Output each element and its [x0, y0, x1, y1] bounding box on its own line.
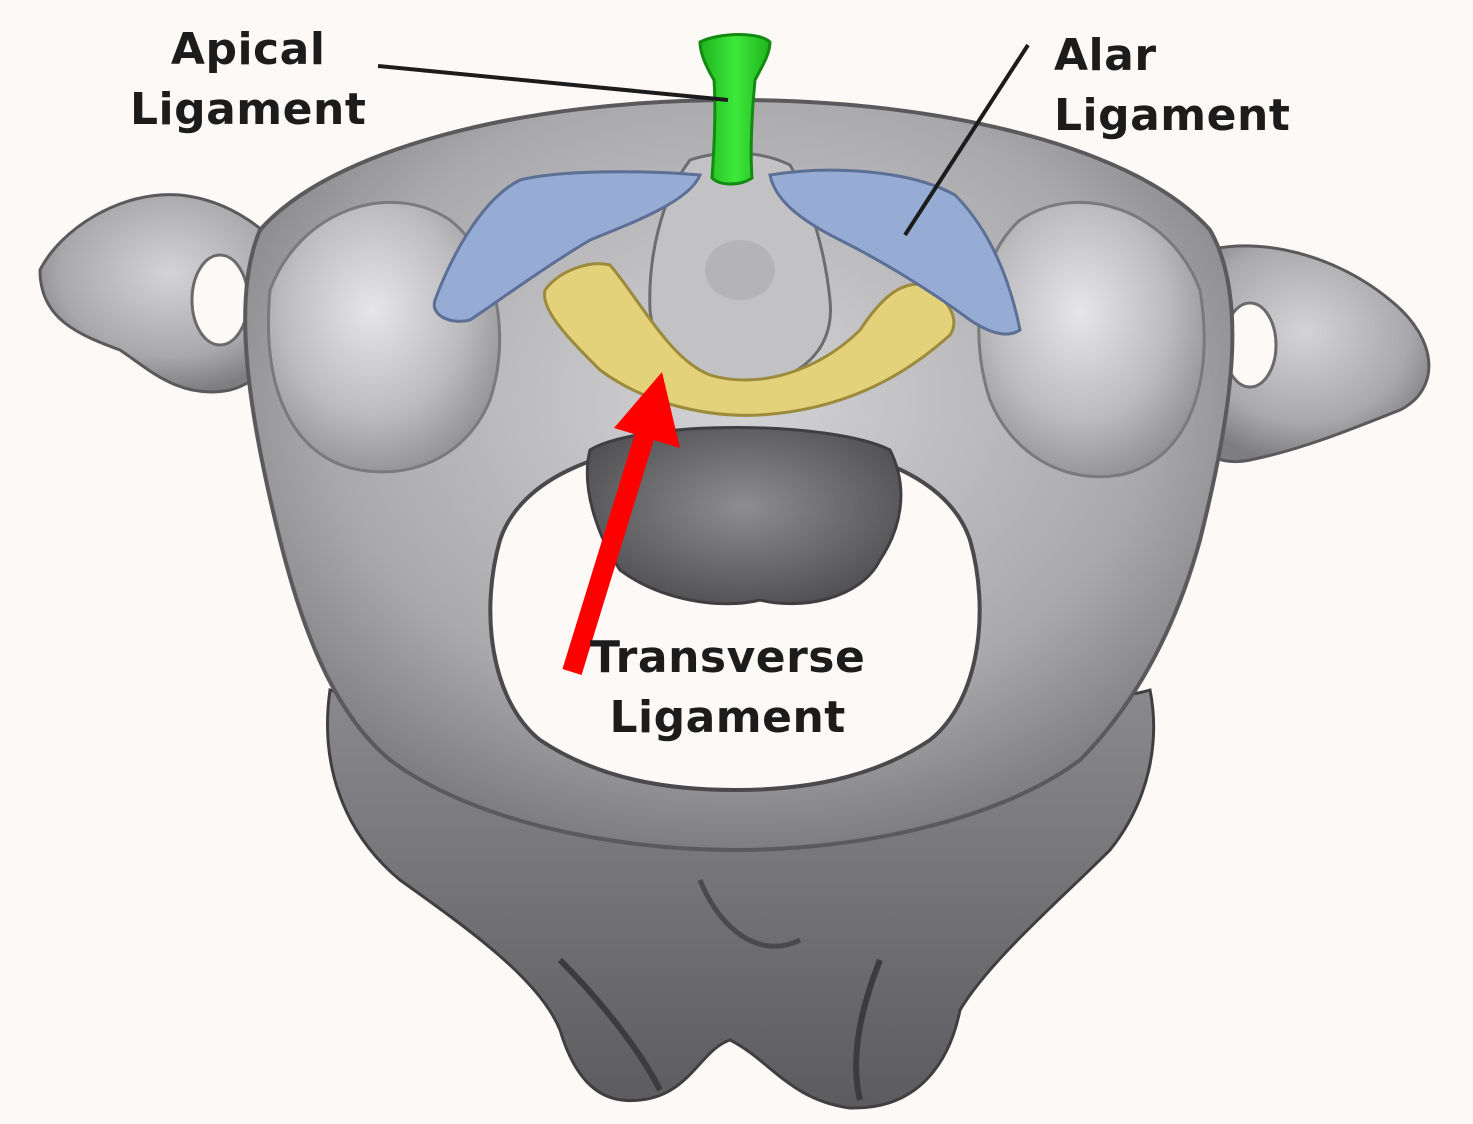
alar-ligament-label: Alar Ligament [1054, 26, 1290, 146]
transverse-label-line2: Ligament [590, 688, 865, 748]
alar-label-line1: Alar [1054, 26, 1290, 86]
transverse-label-line1: Transverse [590, 628, 865, 688]
alar-label-line2: Ligament [1054, 86, 1290, 146]
apical-label-line1: Apical [130, 20, 366, 80]
transverse-ligament-label: Transverse Ligament [590, 628, 865, 748]
apical-label-line2: Ligament [130, 80, 366, 140]
apical-ligament-label: Apical Ligament [130, 20, 366, 140]
apical-leader-line [378, 66, 728, 100]
